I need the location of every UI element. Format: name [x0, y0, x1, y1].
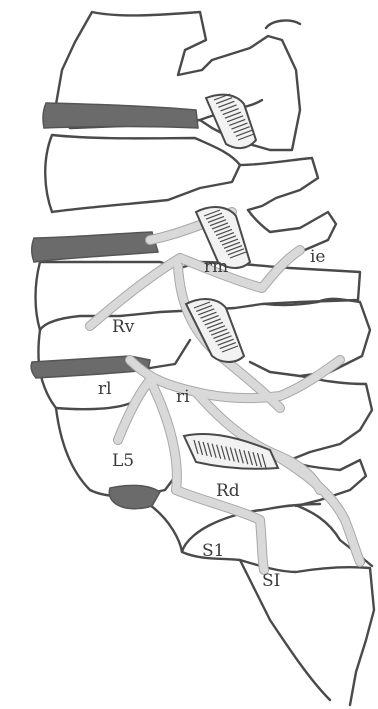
- label-s1-lower: SI: [262, 571, 280, 591]
- disc-1: [43, 103, 198, 128]
- process-3: [250, 299, 370, 376]
- nerve-rl-branch: [118, 380, 150, 440]
- label-l5: L5: [112, 451, 134, 471]
- label-rl: rl: [98, 379, 112, 399]
- nerve-rv-branch: [90, 258, 180, 326]
- label-rv: Rv: [112, 317, 135, 337]
- vertebra-body-2: [45, 135, 240, 212]
- facet-joint-1: [206, 94, 256, 148]
- facet-joint-4: [184, 434, 278, 469]
- disc-2: [32, 232, 158, 262]
- label-rd: Rd: [216, 481, 240, 501]
- process-2b: [248, 210, 336, 252]
- label-ie: ie: [310, 247, 326, 267]
- vertebra-body-1: [55, 12, 300, 150]
- label-s1-upper: S1: [202, 541, 224, 561]
- label-ri: ri: [176, 387, 190, 407]
- disc-l5-s1: [109, 485, 160, 508]
- process-2: [240, 158, 318, 210]
- label-rm: rm: [204, 257, 228, 277]
